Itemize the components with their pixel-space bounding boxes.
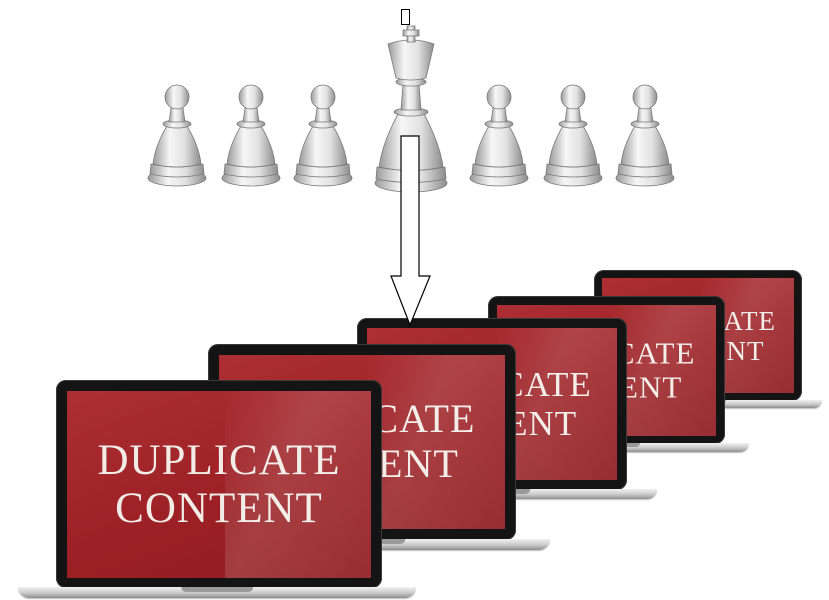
pawn-icon (469, 84, 529, 188)
laptop-base (18, 587, 416, 598)
screen-text-line-1: DUPLICATE (97, 436, 341, 484)
pawn-icon (543, 84, 603, 188)
laptop-screen: DUPLICATE CONTENT (67, 391, 371, 578)
pawn-icon (221, 84, 281, 188)
pawn-icon (147, 84, 207, 188)
marker-box (401, 9, 410, 25)
pawn-icon (615, 84, 675, 188)
screen-text-line-2: CONTENT (115, 484, 323, 532)
screen-text: DUPLICATE CONTENT (67, 436, 371, 532)
down-arrow-icon (390, 135, 432, 331)
pawn-icon (293, 84, 353, 188)
laptop-notch (181, 587, 253, 592)
laptop-1: DUPLICATE CONTENT (18, 380, 416, 600)
